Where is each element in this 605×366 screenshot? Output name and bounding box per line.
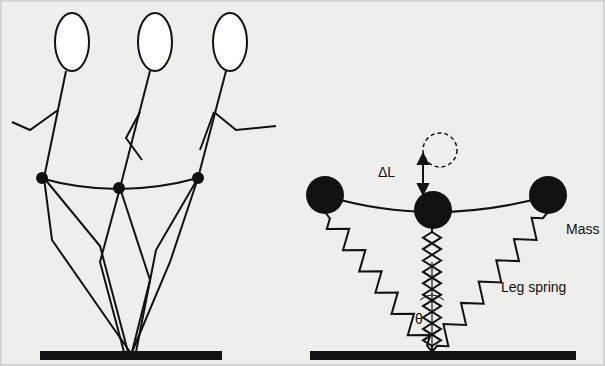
delta-l-label: ΔL (378, 165, 395, 180)
ground-bar (310, 351, 576, 360)
hip-dots (36, 172, 204, 194)
leg-spring-label: Leg spring (501, 280, 566, 295)
masses (306, 176, 567, 229)
delta-l-arrow (418, 154, 428, 194)
dashed-mass (423, 133, 457, 167)
vertical-reference (431, 262, 432, 352)
angle-label: θ (415, 312, 423, 327)
spring-zigzag (325, 212, 432, 352)
stick-figures (12, 13, 276, 360)
mass-label: Mass (566, 222, 599, 237)
angle-arc (420, 295, 444, 300)
